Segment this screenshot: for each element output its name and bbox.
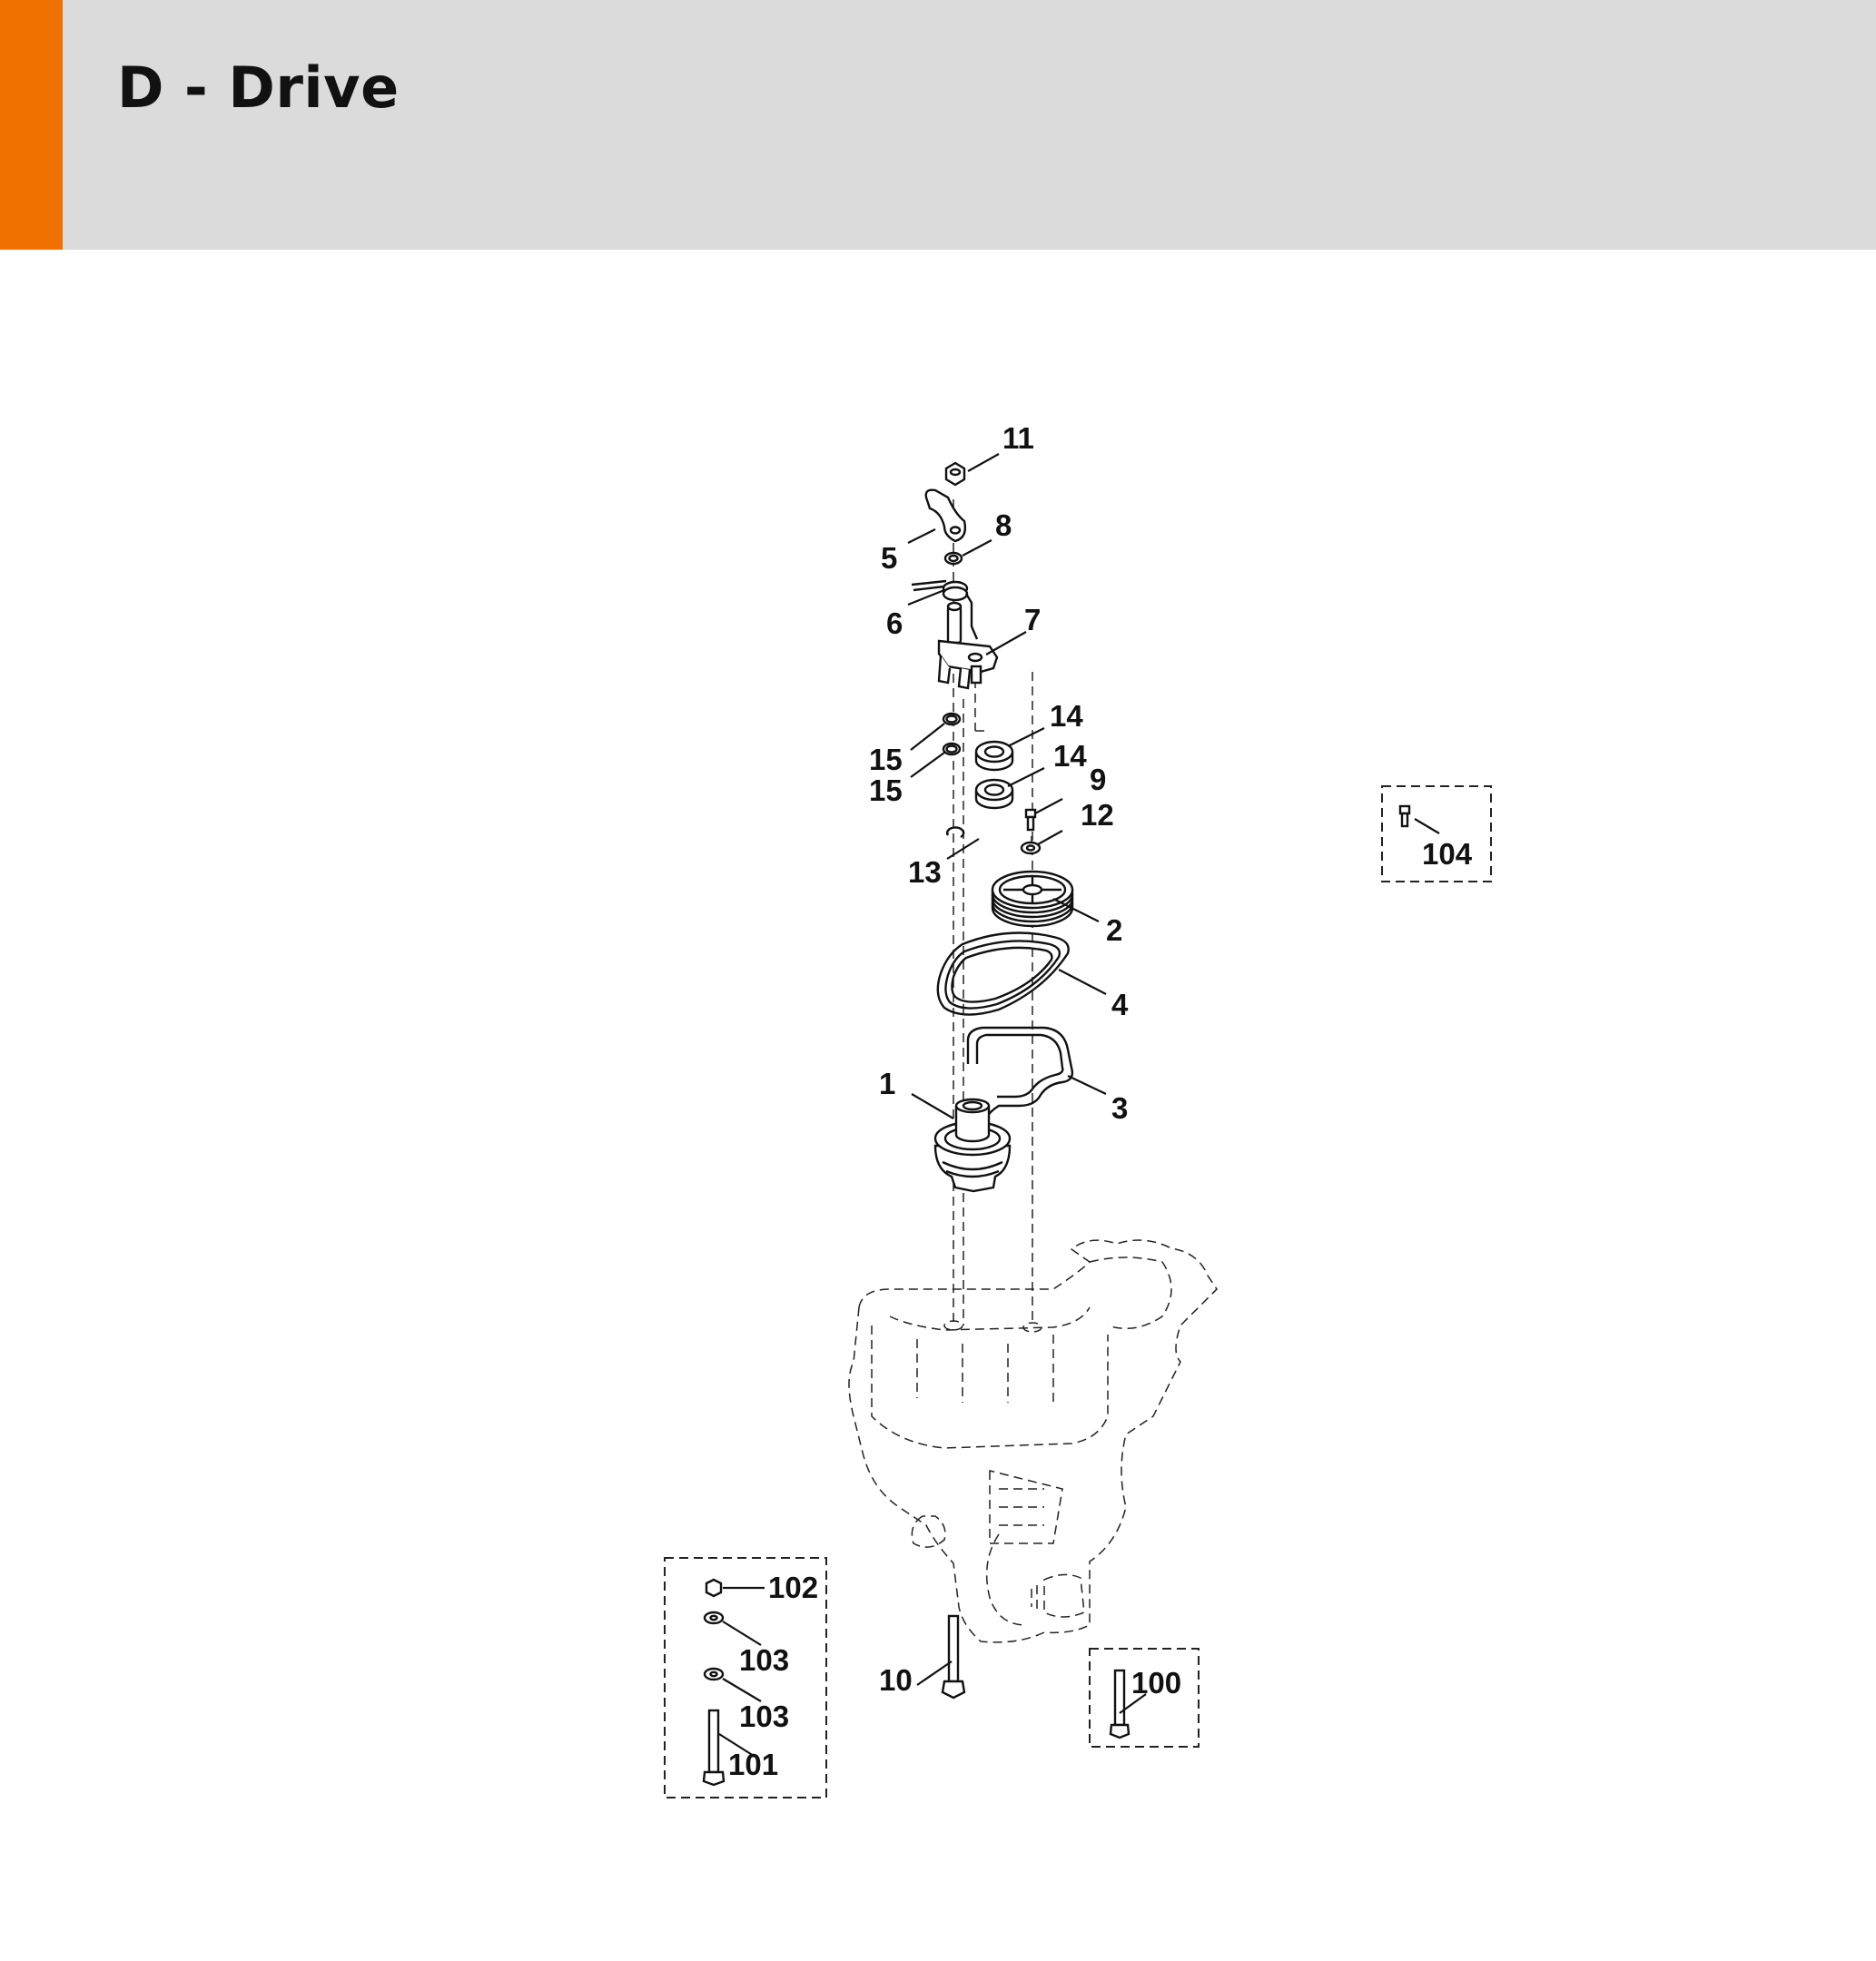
callout-10: 10 <box>879 1663 913 1697</box>
part-13-retaining-ring <box>946 826 965 839</box>
callout-12: 12 <box>1081 798 1114 832</box>
callout-15: 15 <box>869 774 903 807</box>
callout-8: 8 <box>995 508 1012 542</box>
part-15-o-rings <box>942 712 962 756</box>
part-7-pivot-arm <box>937 601 999 690</box>
callout-2: 2 <box>1106 913 1122 947</box>
part-4-belt <box>936 931 1070 1016</box>
part-8-washer <box>943 551 963 566</box>
part-5-lever <box>924 488 967 543</box>
callout-leader-lines <box>718 453 1440 1757</box>
part-9-screw <box>1024 808 1037 832</box>
part-12-washer <box>1020 841 1042 855</box>
callout-9: 9 <box>1090 763 1106 796</box>
callout-1: 1 <box>879 1067 895 1100</box>
callout-15: 15 <box>869 743 903 776</box>
page-title: D - Drive <box>117 54 400 121</box>
callout-103: 103 <box>739 1700 789 1733</box>
part-2-pulley <box>991 870 1074 928</box>
option-box-100 <box>1089 1648 1200 1748</box>
part-11-nut <box>944 461 966 487</box>
callout-labels: 11 5 8 6 7 14 15 14 15 9 12 13 2 4 1 3 1… <box>728 421 1473 1781</box>
header-accent-stripe <box>0 0 63 250</box>
part-3-belt-guide <box>966 1026 1074 1119</box>
option-box-101-103 <box>664 1557 827 1798</box>
transmission-housing <box>848 1239 1218 1643</box>
callout-104: 104 <box>1422 837 1473 871</box>
callout-14: 14 <box>1050 699 1083 733</box>
callout-4: 4 <box>1111 988 1129 1021</box>
header-bar: D - Drive <box>0 0 1876 250</box>
callout-14: 14 <box>1053 739 1087 773</box>
callout-6: 6 <box>886 606 903 640</box>
callout-103: 103 <box>739 1643 789 1677</box>
part-1-drive-pulley <box>933 1098 1012 1193</box>
callout-11: 11 <box>1002 421 1034 455</box>
callout-5: 5 <box>881 541 897 575</box>
callout-101: 101 <box>728 1748 778 1781</box>
part-6-spring <box>911 579 979 640</box>
callout-3: 3 <box>1111 1091 1128 1125</box>
callout-13: 13 <box>908 855 942 889</box>
callout-102: 102 <box>768 1571 818 1604</box>
option-box-104 <box>1381 785 1492 882</box>
callout-100: 100 <box>1131 1666 1181 1700</box>
callout-7: 7 <box>1024 603 1041 636</box>
part-14-bearings <box>974 740 1014 810</box>
part-10-bolt <box>941 1614 966 1700</box>
